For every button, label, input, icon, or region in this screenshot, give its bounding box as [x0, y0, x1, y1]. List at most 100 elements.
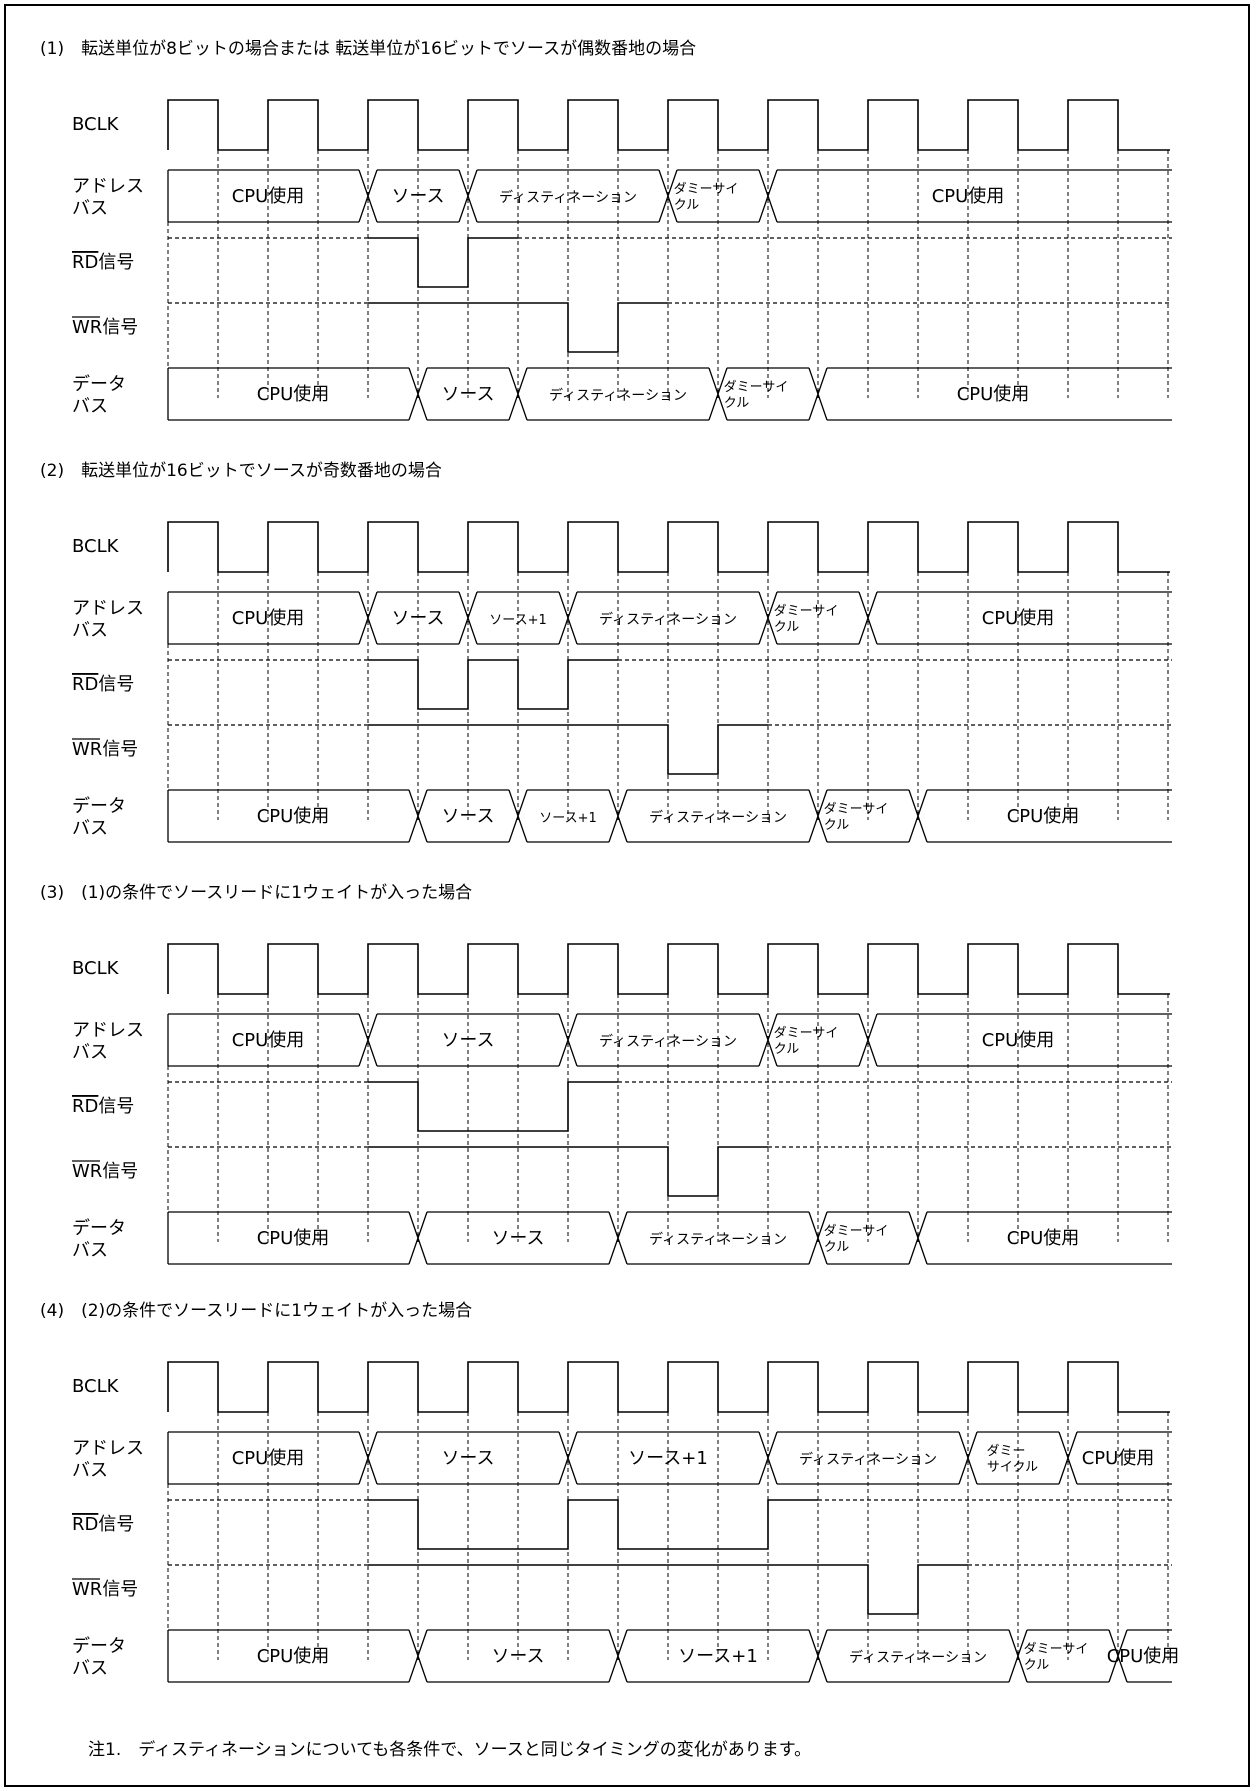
data-bus-segment-label: CPU使用 — [1107, 1646, 1180, 1667]
address-bus-segment-label: ソース — [441, 1448, 494, 1469]
data-bus-segment: ソース — [417, 1629, 619, 1683]
data-bus-segment: CPU使用 — [1107, 1629, 1180, 1683]
section-title: (1) 転送単位が8ビットの場合または 転送単位が16ビットでソースが偶数番地の… — [40, 39, 696, 59]
data-bus-label: バス — [72, 396, 108, 417]
bclk-label: BCLK — [72, 114, 120, 135]
address-bus-segment-label: ディスティネーション — [799, 1451, 937, 1468]
address-bus-label: アドレス — [72, 1438, 144, 1459]
wr-signal-label: WR信号 — [72, 317, 138, 338]
timing-section-2: (2) 転送単位が16ビットでソースが奇数番地の場合BCLKアドレスバスRD信号… — [40, 461, 1172, 843]
address-bus-label: バス — [72, 1460, 108, 1481]
timing-section-4: (4) (2)の条件でソースリードに1ウェイトが入った場合BCLKアドレスバスR… — [40, 1301, 1180, 1683]
bclk-label: BCLK — [72, 958, 120, 979]
data-bus-segment: CPU使用 — [167, 1629, 419, 1683]
address-bus-segment: CPU使用 — [867, 1013, 1172, 1067]
data-bus-segment: CPU使用 — [917, 789, 1172, 843]
address-bus-segment-label: ダミーサイ — [674, 182, 739, 197]
address-bus-segment: CPU使用 — [167, 169, 369, 223]
address-bus-label: アドレス — [72, 1020, 144, 1041]
bclk-waveform — [167, 1361, 1170, 1413]
wr-signal-waveform — [368, 724, 768, 775]
data-bus-segment-label: ソース+1 — [678, 1646, 758, 1667]
address-bus-segment: CPU使用 — [867, 591, 1172, 645]
address-bus-segment-label: ソース+1 — [489, 613, 547, 628]
address-bus-segment: ディスティネーション — [567, 1013, 769, 1067]
timing-section-3: (3) (1)の条件でソースリードに1ウェイトが入った場合BCLKアドレスバスR… — [40, 883, 1172, 1265]
bclk-waveform — [167, 521, 1170, 573]
address-bus-segment: CPU使用 — [167, 1013, 369, 1067]
data-bus-segment-label: CPU使用 — [957, 384, 1030, 405]
data-bus-segment-label: クル — [1024, 1658, 1050, 1673]
address-bus-segment: ディスティネーション — [767, 1431, 969, 1485]
data-bus-segment: CPU使用 — [817, 367, 1172, 421]
rd-signal-waveform — [368, 237, 518, 288]
address-bus-segment-label: クル — [674, 198, 700, 213]
address-bus-segment-label: CPU使用 — [232, 1030, 305, 1051]
address-bus-segment: CPU使用 — [1067, 1431, 1172, 1485]
data-bus-segment-label: クル — [824, 818, 850, 833]
address-bus-segment-label: CPU使用 — [982, 1030, 1055, 1051]
bclk-label: BCLK — [72, 1376, 120, 1397]
wr-signal-label: WR信号 — [72, 1579, 138, 1600]
bclk-waveform — [167, 943, 1170, 995]
data-bus-segment-label: CPU使用 — [1007, 1228, 1080, 1249]
address-bus-label: アドレス — [72, 176, 144, 197]
rd-signal-waveform — [368, 1499, 818, 1550]
address-bus-segment-label: CPU使用 — [232, 1448, 305, 1469]
address-bus-segment: ソース — [367, 1431, 569, 1485]
data-bus-segment-label: ダミーサイ — [1024, 1642, 1089, 1657]
data-bus-segment-label: ダミーサイ — [824, 1224, 889, 1239]
data-bus-label: データ — [72, 796, 126, 817]
rd-signal-label: RD信号 — [72, 1514, 134, 1535]
address-bus-segment: ディスティネーション — [467, 169, 669, 223]
wr-signal-label: WR信号 — [72, 739, 138, 760]
address-bus-segment-label: ディスティネーション — [599, 611, 737, 628]
wr-signal-label: WR信号 — [72, 1161, 138, 1182]
wr-signal-waveform — [368, 302, 668, 353]
data-bus-segment-label: ダミーサイ — [824, 802, 889, 817]
address-bus-segment-label: ソース — [441, 1030, 494, 1051]
data-bus-segment-label: ソース — [441, 384, 494, 405]
data-bus-label: バス — [72, 1658, 108, 1679]
address-bus-segment: ソース+1 — [467, 591, 569, 645]
data-bus-segment: CPU使用 — [917, 1211, 1172, 1265]
data-bus-segment-label: ソース — [491, 1228, 544, 1249]
data-bus-segment-label: CPU使用 — [257, 1646, 330, 1667]
address-bus-segment-label: ディスティネーション — [599, 1033, 737, 1050]
data-bus-segment-label: ソース+1 — [539, 811, 597, 826]
diagram-frame — [4, 4, 1250, 1787]
address-bus-segment-label: CPU使用 — [232, 608, 305, 629]
address-bus-segment-label: CPU使用 — [932, 186, 1005, 207]
wr-signal-waveform — [368, 1146, 768, 1197]
address-bus-segment-label: CPU使用 — [232, 186, 305, 207]
address-bus-segment-label: ディスティネーション — [499, 189, 637, 206]
data-bus-segment-label: ディスティネーション — [849, 1649, 987, 1666]
bclk-waveform — [167, 99, 1170, 151]
address-bus-label: アドレス — [72, 598, 144, 619]
data-bus-segment-label: ソース — [441, 806, 494, 827]
address-bus-segment-label: CPU使用 — [1082, 1448, 1155, 1469]
address-bus-segment: CPU使用 — [767, 169, 1172, 223]
data-bus-label: データ — [72, 374, 126, 395]
data-bus-segment-label: ダミーサイ — [724, 380, 789, 395]
address-bus-segment-label: サイクル — [987, 1460, 1038, 1475]
rd-signal-waveform — [368, 659, 618, 710]
footnote: 注1. ディスティネーションについても各条件で、ソースと同じタイミングの変化があ… — [88, 1740, 812, 1760]
data-bus-label: バス — [72, 1240, 108, 1261]
data-bus-segment: CPU使用 — [167, 367, 419, 421]
address-bus-segment: ソース — [367, 1013, 569, 1067]
address-bus-label: バス — [72, 198, 108, 219]
data-bus-segment-label: CPU使用 — [257, 806, 330, 827]
address-bus-label: バス — [72, 620, 108, 641]
address-bus-segment-label: ダミー — [986, 1444, 1025, 1459]
address-bus-segment-label: ソース — [391, 608, 444, 629]
address-bus-segment: ディスティネーション — [567, 591, 769, 645]
data-bus-segment: CPU使用 — [167, 1211, 419, 1265]
data-bus-segment: ディスティネーション — [817, 1629, 1019, 1683]
timing-section-1: (1) 転送単位が8ビットの場合または 転送単位が16ビットでソースが偶数番地の… — [40, 39, 1172, 421]
